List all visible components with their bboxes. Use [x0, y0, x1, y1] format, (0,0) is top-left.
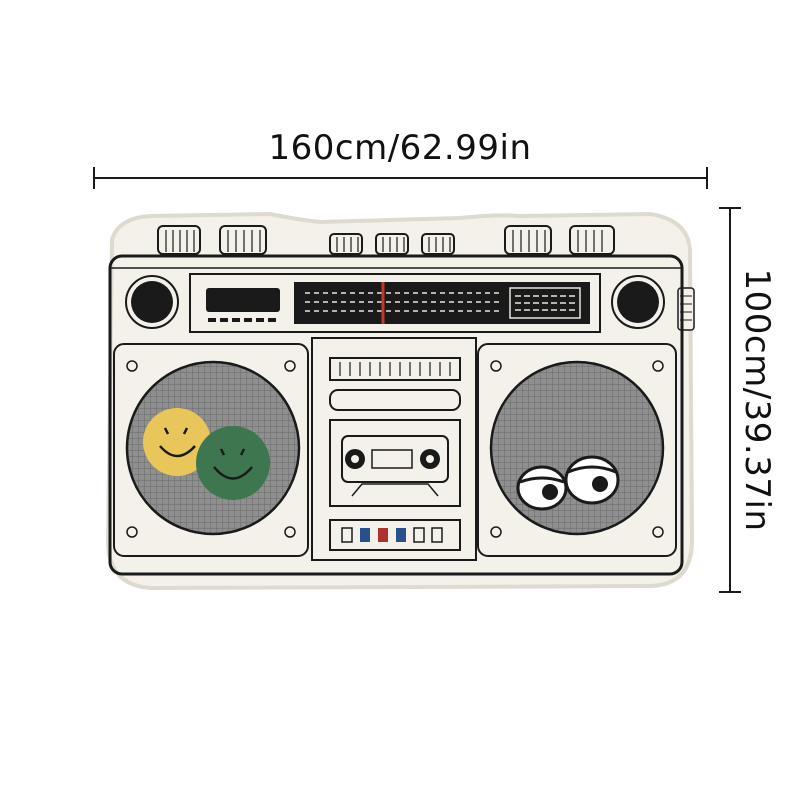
height-dimension-line	[719, 207, 741, 593]
knob-icon	[504, 225, 552, 255]
cassette-deck	[311, 337, 477, 561]
knob-icon	[329, 233, 363, 255]
tweeter-right-icon	[611, 275, 665, 329]
sleepy-eyes-icon	[516, 455, 620, 511]
tweeter-left-icon	[125, 275, 179, 329]
width-dimension-line	[93, 167, 708, 189]
smiley-yellow-icon	[143, 408, 211, 476]
knob-icon	[157, 225, 201, 255]
smiley-green-icon	[196, 426, 270, 500]
boombox-body	[108, 254, 684, 576]
width-dimension-label: 160cm/62.99in	[268, 128, 532, 168]
knob-icon	[375, 233, 409, 255]
knob-icon	[421, 233, 455, 255]
knob-icon	[569, 225, 615, 255]
tuner-panel	[189, 273, 601, 333]
side-dial-icon	[677, 287, 695, 331]
cassette-icon	[329, 419, 461, 507]
knob-icon	[219, 225, 267, 255]
top-knobs	[157, 225, 615, 255]
